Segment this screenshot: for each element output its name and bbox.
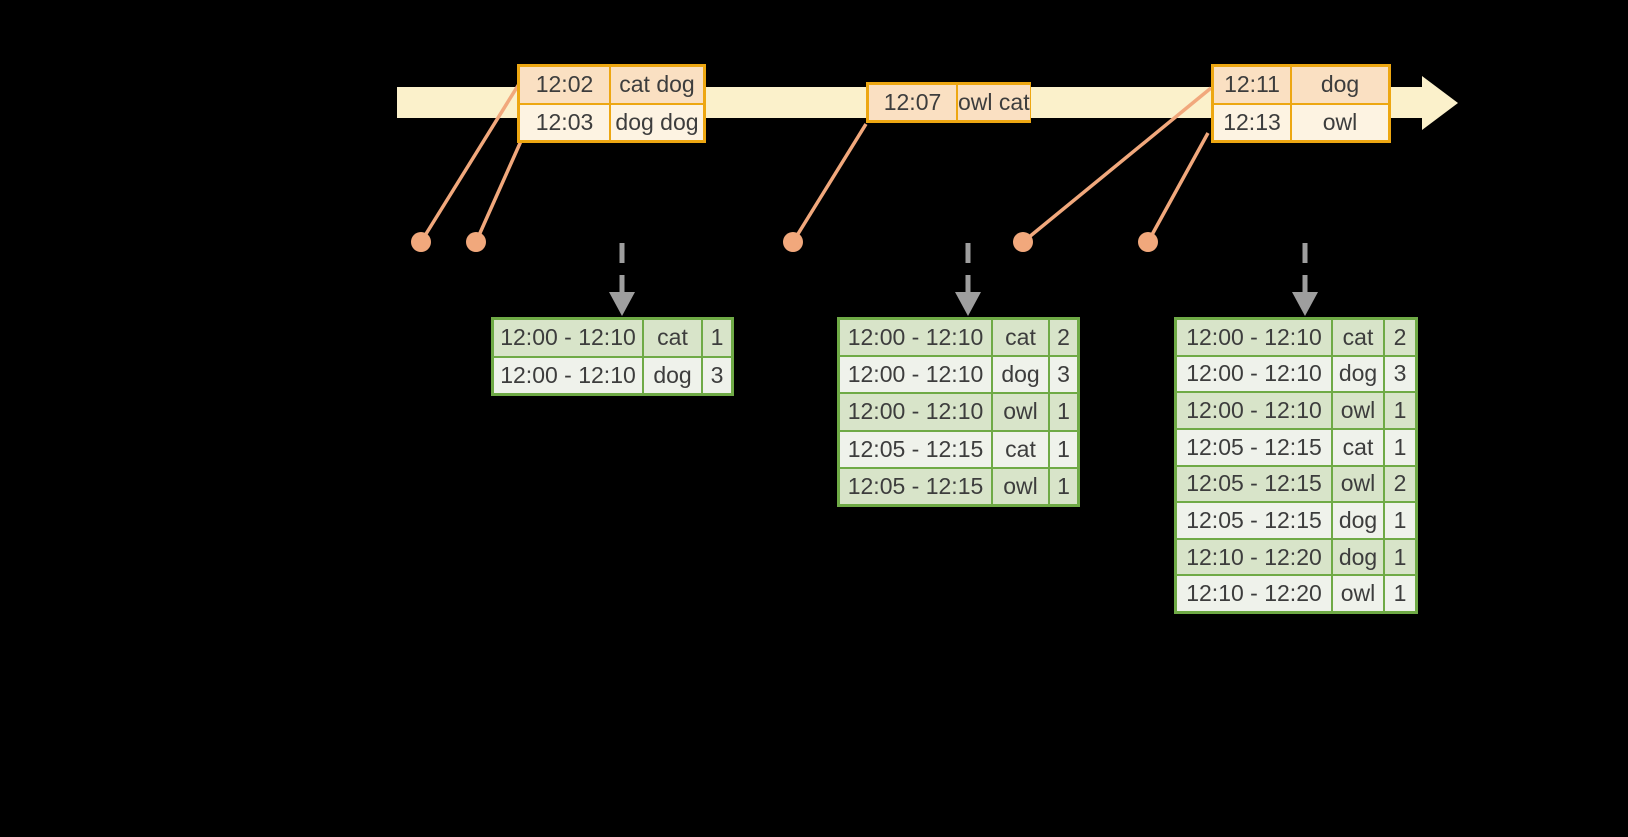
window-cell: 12:00 - 12:10 [840, 320, 991, 356]
word-cell: cat [1333, 429, 1383, 465]
count-cell: 1 [1050, 394, 1077, 430]
word-cell: dog [1333, 356, 1383, 392]
window-cell: 12:00 - 12:10 [1177, 393, 1331, 428]
count-cell: 1 [1385, 503, 1415, 538]
result-table-2: 12:00 - 12:10 cat 2 12:00 - 12:10 dog 3 … [837, 317, 1080, 507]
event-table-1: 12:02 cat dog 12:03 dog dog [517, 64, 706, 143]
window-cell: 12:05 - 12:15 [840, 468, 991, 504]
window-cell: 12:00 - 12:10 [840, 357, 991, 393]
timeline-arrowhead-icon [1422, 76, 1458, 130]
word-cell: cat [644, 320, 701, 356]
count-cell: 3 [1050, 357, 1077, 393]
event-time-cell: 12:11 [1214, 67, 1290, 103]
event-words-cell: owl cat [958, 85, 1030, 120]
event-time-cell: 12:03 [520, 104, 609, 140]
event-dot [1013, 232, 1033, 252]
event-time-cell: 12:02 [520, 67, 609, 103]
window-cell: 12:05 - 12:15 [1177, 466, 1331, 502]
word-cell: owl [1333, 576, 1383, 611]
count-cell: 1 [1385, 576, 1415, 611]
event-connector-line [1021, 86, 1213, 244]
event-table-2: 12:07 owl cat [866, 82, 1031, 123]
word-cell: owl [1333, 393, 1383, 428]
word-cell: dog [1333, 503, 1383, 538]
count-cell: 1 [1385, 429, 1415, 465]
window-cell: 12:00 - 12:10 [1177, 320, 1331, 355]
window-cell: 12:05 - 12:15 [840, 431, 991, 467]
count-cell: 1 [1050, 431, 1077, 467]
event-dot [783, 232, 803, 252]
event-dot [411, 232, 431, 252]
event-time-cell: 12:13 [1214, 104, 1290, 140]
count-cell: 1 [1385, 539, 1415, 575]
word-cell: dog [644, 357, 701, 393]
word-cell: cat [993, 431, 1048, 467]
word-cell: dog [993, 357, 1048, 393]
event-words-cell: cat dog [611, 67, 703, 103]
window-cell: 12:05 - 12:15 [1177, 429, 1331, 465]
event-words-cell: dog [1292, 67, 1388, 103]
event-dot [466, 232, 486, 252]
word-cell: owl [993, 394, 1048, 430]
event-connector-line [419, 83, 521, 243]
event-words-cell: owl [1292, 104, 1388, 140]
event-connector-line [474, 140, 523, 243]
event-time-cell: 12:07 [869, 85, 956, 120]
count-cell: 2 [1385, 466, 1415, 502]
trigger-arrowhead-icon [1292, 292, 1318, 316]
count-cell: 1 [1385, 393, 1415, 428]
result-table-1: 12:00 - 12:10 cat 1 12:00 - 12:10 dog 3 [491, 317, 734, 396]
window-cell: 12:00 - 12:10 [494, 357, 642, 393]
event-connector-line [791, 123, 868, 243]
window-cell: 12:10 - 12:20 [1177, 539, 1331, 575]
result-table-3: 12:00 - 12:10 cat 2 12:00 - 12:10 dog 3 … [1174, 317, 1418, 614]
word-cell: owl [993, 468, 1048, 504]
trigger-arrowhead-icon [609, 292, 635, 316]
word-cell: cat [993, 320, 1048, 356]
event-words-cell: dog dog [611, 104, 703, 140]
count-cell: 2 [1050, 320, 1077, 356]
event-table-3: 12:11 dog 12:13 owl [1211, 64, 1391, 143]
count-cell: 2 [1385, 320, 1415, 355]
trigger-arrowhead-icon [955, 292, 981, 316]
count-cell: 3 [1385, 356, 1415, 392]
word-cell: cat [1333, 320, 1383, 355]
window-cell: 12:00 - 12:10 [1177, 356, 1331, 392]
count-cell: 1 [703, 320, 731, 356]
window-cell: 12:10 - 12:20 [1177, 576, 1331, 611]
count-cell: 1 [1050, 468, 1077, 504]
count-cell: 3 [703, 357, 731, 393]
event-dot [1138, 232, 1158, 252]
window-cell: 12:05 - 12:15 [1177, 503, 1331, 538]
window-cell: 12:00 - 12:10 [494, 320, 642, 356]
word-cell: owl [1333, 466, 1383, 502]
word-cell: dog [1333, 539, 1383, 575]
window-cell: 12:00 - 12:10 [840, 394, 991, 430]
event-connector-line [1146, 132, 1210, 243]
